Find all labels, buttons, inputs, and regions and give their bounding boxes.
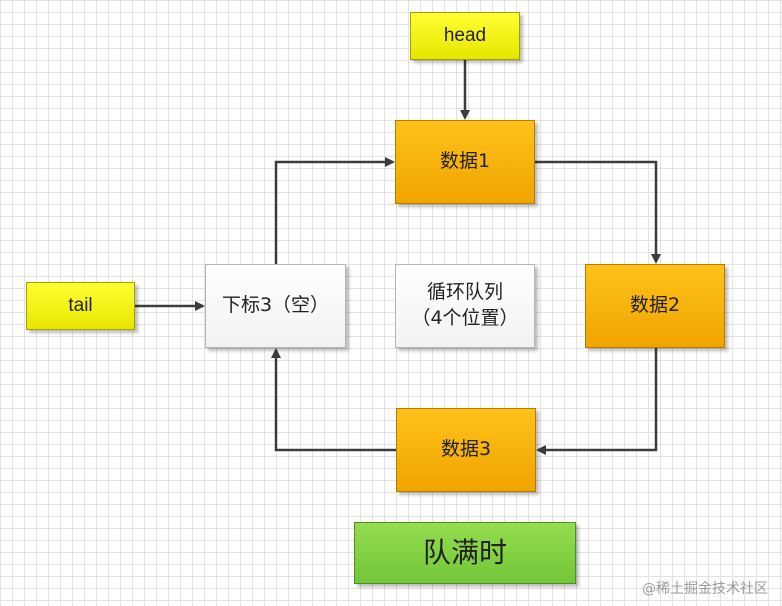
arrow-data3-to-slot [271,348,396,452]
data3-node: 数据3 [396,408,536,492]
status-label: 队满时 [354,522,576,584]
center-label-node: 循环队列 （4个位置） [395,264,535,348]
arrow-data1-to-data2 [535,160,661,264]
center-label-line1: 循环队列 [426,281,503,304]
data1-node: 数据1 [395,120,535,204]
arrow-data2-to-data3 [536,348,658,455]
empty-slot-node: 下标3（空） [205,264,346,348]
watermark-text: @稀土掘金技术社区 [642,581,768,597]
arrow-slot-to-data1 [274,157,395,264]
center-label-line2: （4个位置） [411,307,519,329]
head-pointer-node: head [410,12,520,60]
data2-node: 数据2 [585,264,725,348]
tail-pointer-node: tail [26,282,135,330]
